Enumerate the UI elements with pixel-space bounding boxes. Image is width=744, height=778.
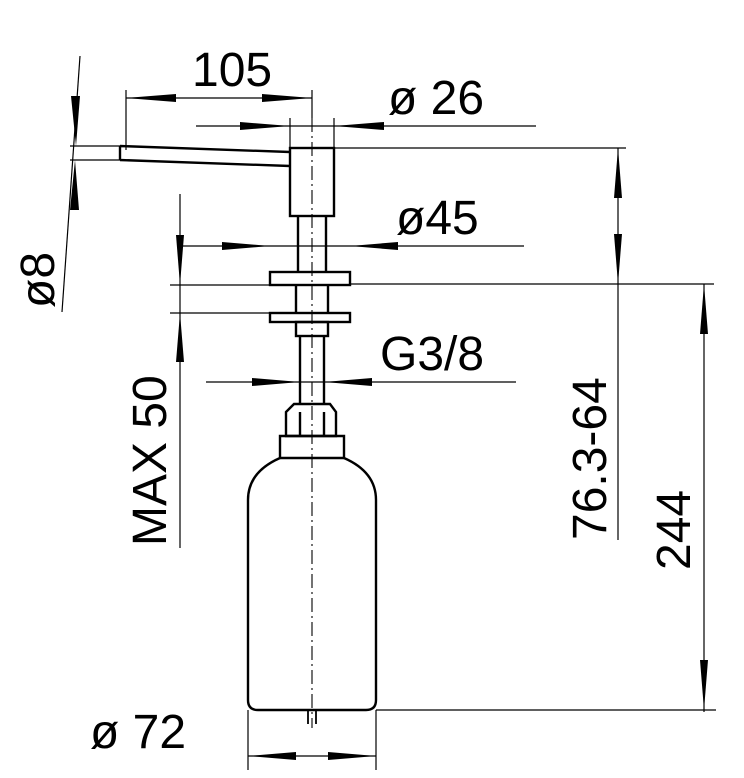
bottle-body	[246, 456, 378, 712]
pump-head	[288, 146, 336, 218]
spout-arm	[118, 144, 291, 168]
label-max-thickness: MAX 50	[124, 375, 177, 546]
lower-flange	[268, 311, 352, 324]
pump-stem-upper	[296, 216, 328, 272]
dim-height-above-counter: 76.3-64	[334, 147, 714, 540]
dim-bottle-diameter: ø 72	[90, 706, 377, 770]
label-height-above-counter: 76.3-64	[564, 377, 617, 540]
dim-max-thickness: MAX 50	[124, 194, 270, 548]
label-total-height: 244	[648, 490, 701, 570]
dispenser-outline	[118, 118, 378, 728]
label-bottle-diameter: ø 72	[90, 706, 186, 759]
label-collar-diameter: ø45	[396, 192, 479, 245]
dim-head-diameter: ø 26	[196, 72, 536, 148]
hex-connector	[284, 402, 338, 438]
upper-flange	[268, 270, 352, 287]
dim-spout-diameter: ø8	[12, 55, 120, 313]
dim-thread: G3/8	[206, 328, 516, 386]
dim-total-height: 244	[376, 284, 716, 712]
threaded-tube	[298, 336, 326, 404]
dim-collar-diameter: ø45	[180, 192, 524, 250]
label-thread: G3/8	[380, 328, 484, 381]
suction-tube	[307, 710, 317, 724]
label-spout-diameter: ø8	[12, 252, 65, 308]
pump-stem-mid	[294, 285, 330, 313]
label-head-diameter: ø 26	[388, 72, 484, 125]
label-spout-length: 105	[192, 44, 272, 97]
dim-spout-length: 105	[125, 44, 313, 150]
